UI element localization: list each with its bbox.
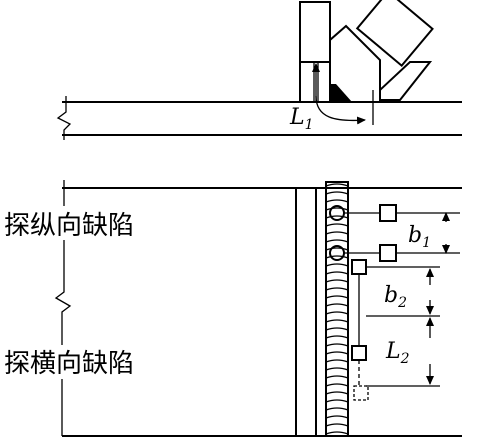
l2-label: L2 bbox=[385, 339, 410, 367]
transverse-scan-probes bbox=[351, 259, 440, 401]
straight-probe bbox=[299, 1, 331, 103]
plate-cross-section bbox=[56, 96, 462, 140]
transverse-defect-label: 探横向缺陷 bbox=[4, 349, 134, 379]
longitudinal-scan-probes bbox=[344, 204, 460, 262]
angle-probe bbox=[329, 0, 434, 125]
l1-movement-arrow bbox=[315, 95, 366, 125]
plate-plan-view bbox=[54, 180, 462, 437]
b2-label: b2 bbox=[384, 283, 407, 311]
b1-label: b1 bbox=[408, 223, 431, 251]
l1-label: L1 bbox=[289, 105, 314, 133]
weld-seam bbox=[325, 181, 349, 437]
longitudinal-defect-label: 探纵向缺陷 bbox=[4, 211, 134, 241]
